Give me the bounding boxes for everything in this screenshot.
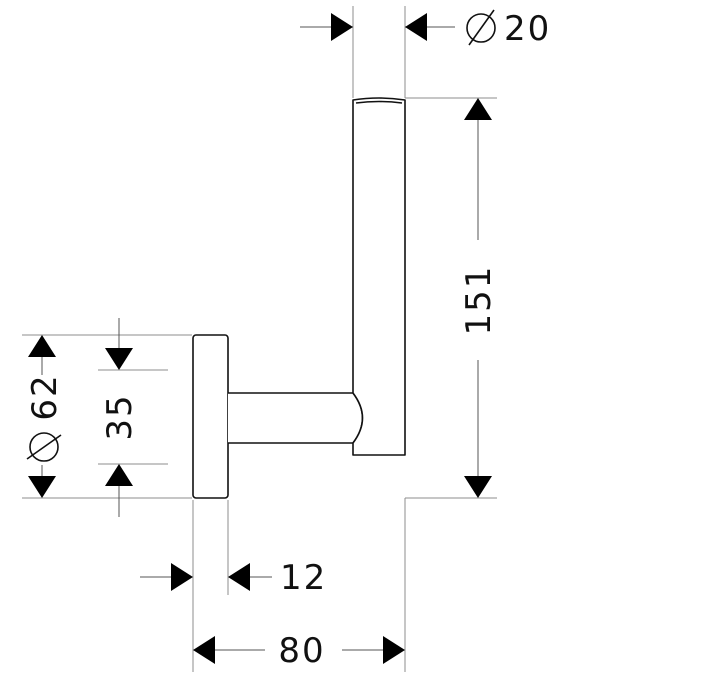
- overall-projection-label: 80: [278, 631, 325, 671]
- arrowhead: [28, 335, 56, 357]
- dimension-rosette-depth: 12: [140, 558, 327, 598]
- dimension-rod-height: 151: [459, 98, 499, 498]
- arrowhead: [464, 98, 492, 120]
- arrowhead: [228, 563, 250, 591]
- arrowhead: [28, 476, 56, 498]
- dimension-overall-projection: 80: [193, 631, 405, 671]
- rod-height-label: 151: [459, 265, 499, 336]
- part-outline: [192, 97, 406, 499]
- arrowhead: [193, 636, 215, 664]
- arrowhead: [171, 563, 193, 591]
- rosette: [192, 334, 229, 499]
- arrowhead: [105, 464, 133, 486]
- dimension-rod-diameter: 20: [300, 9, 551, 49]
- arrowhead: [464, 476, 492, 498]
- dimension-arm-height: 35: [100, 318, 140, 517]
- arrowhead: [331, 13, 353, 41]
- arrowhead: [105, 348, 133, 370]
- rod-top-edge: [355, 100, 403, 104]
- rod-diameter-label: 20: [504, 9, 551, 49]
- dimension-rosette-diameter: 62: [25, 335, 65, 498]
- rosette-diameter-label: 62: [25, 373, 65, 420]
- holder-rod: [352, 97, 406, 456]
- holder-arm: [228, 392, 364, 444]
- extension-lines: [22, 6, 497, 672]
- arrowhead: [383, 636, 405, 664]
- diameter-symbol-icon: [26, 432, 62, 462]
- diameter-symbol-icon: [466, 9, 496, 46]
- rosette-depth-label: 12: [280, 558, 327, 598]
- arrowhead: [405, 13, 427, 41]
- arm-height-label: 35: [100, 393, 140, 440]
